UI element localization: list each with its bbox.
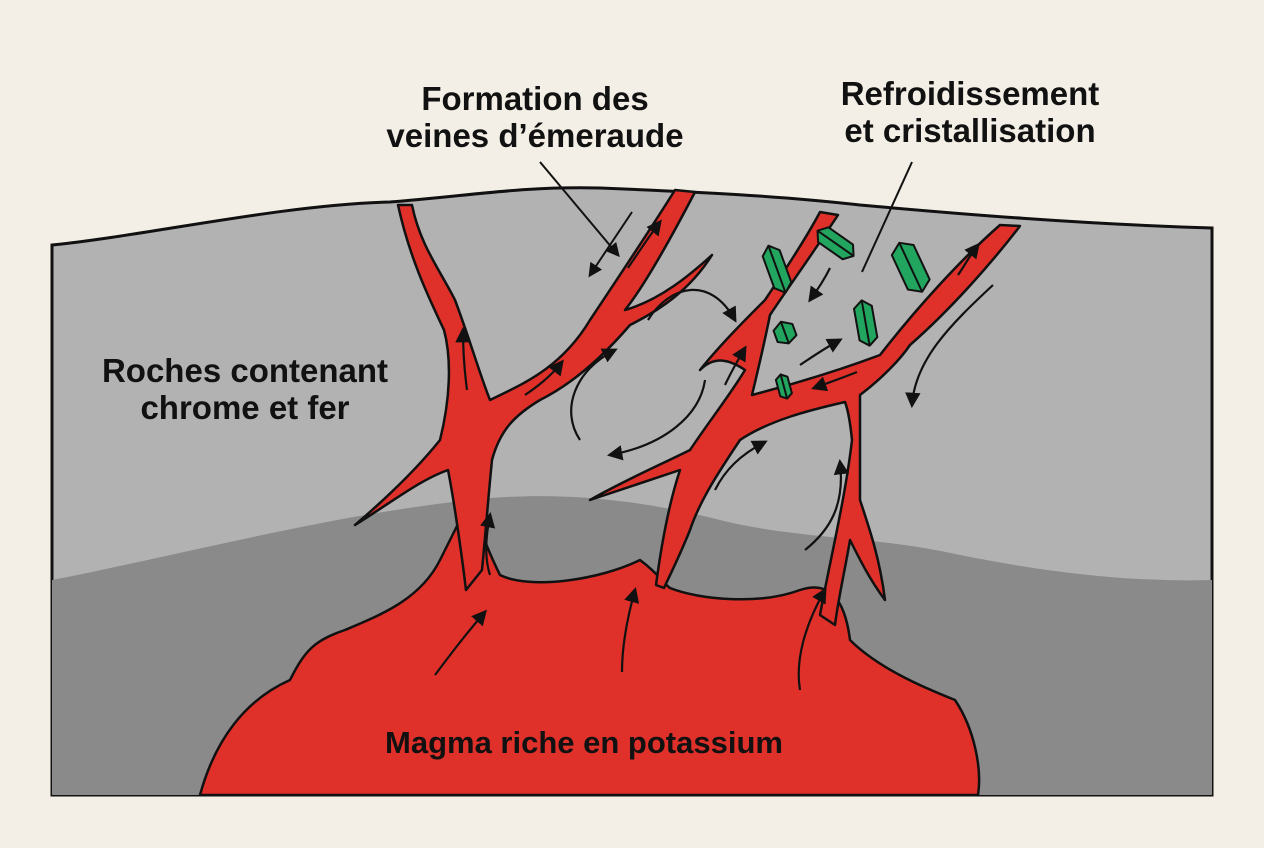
- label-host-rocks: Roches contenant chrome et fer: [80, 352, 410, 426]
- label-cooling-crystallisation: Refroidissement et cristallisation: [800, 75, 1140, 149]
- flow-arrow-icon: [480, 511, 496, 576]
- label-magma: Magma riche en potassium: [385, 725, 783, 760]
- label-line: Formation des: [421, 80, 649, 117]
- flow-arrow-icon: [808, 267, 831, 303]
- flow-arrow-icon: [570, 348, 618, 441]
- flow-arrow-icon: [804, 458, 850, 551]
- emerald-crystal-icon: [853, 299, 879, 347]
- emerald-crystal-icon: [774, 373, 793, 400]
- flow-arrow-icon: [627, 219, 662, 269]
- label-line: et cristallisation: [844, 112, 1096, 149]
- flow-arrow-icon: [620, 587, 640, 673]
- leader-line-veins-2: [588, 211, 633, 278]
- label-line: veines d’émeraude: [386, 117, 684, 154]
- label-line: chrome et fer: [140, 389, 350, 426]
- magma-chamber: [198, 498, 981, 797]
- flow-arrow-icon: [905, 284, 994, 409]
- emerald-crystal-icon: [816, 226, 855, 261]
- flow-arrow-icon: [811, 370, 858, 392]
- flow-arrow-icon: [714, 440, 768, 491]
- flow-arrow-icon: [957, 242, 980, 276]
- label-line: Roches contenant: [101, 352, 389, 389]
- leader-lines: [539, 161, 913, 278]
- flow-arrow-icon: [606, 379, 707, 461]
- label-line: Refroidissement: [840, 75, 1100, 112]
- leader-line-cooling: [861, 161, 913, 273]
- vein-middle: [588, 210, 1022, 627]
- flow-arrows: [434, 219, 994, 691]
- leader-line-veins: [539, 161, 620, 258]
- flow-arrow-icon: [434, 609, 488, 676]
- emerald-crystal-icon: [761, 244, 793, 294]
- flow-arrow-icon: [647, 288, 737, 323]
- emerald-crystal-icon: [890, 241, 931, 293]
- flow-arrow-icon: [724, 345, 747, 386]
- flow-arrow-icon: [797, 587, 827, 691]
- flow-arrow-icon: [799, 338, 843, 366]
- emerald-crystals: [761, 226, 931, 400]
- flow-arrow-icon: [455, 326, 471, 391]
- emerald-crystal-icon: [772, 320, 798, 345]
- flow-arrow-icon: [524, 359, 564, 396]
- label-emerald-veins: Formation des veines d’émeraude: [360, 80, 710, 154]
